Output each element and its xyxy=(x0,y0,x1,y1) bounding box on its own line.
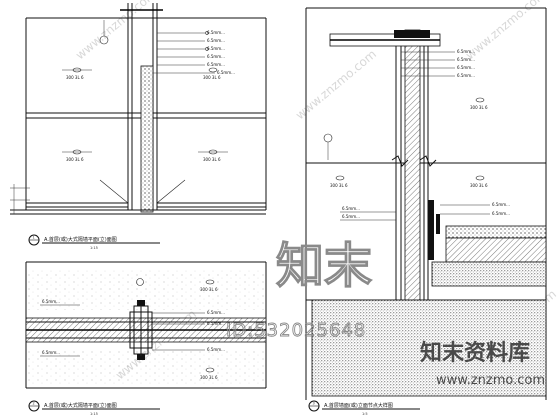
material-note: 300 3L 6 xyxy=(66,157,84,162)
panel-tag: 1 xyxy=(33,236,35,240)
material-note: 300 3L 6 xyxy=(66,75,84,80)
panel-title: A.首层(或)大式隔墙平面(立)面图 xyxy=(44,402,117,409)
callout-label: 6.5mm... xyxy=(492,202,510,207)
callout-label: 6.5mm... xyxy=(457,57,475,62)
material-note: 300 3L 6 xyxy=(330,183,348,188)
callout-label: 6.5mm... xyxy=(342,214,360,219)
watermark-brand: 知末资料库 xyxy=(420,340,530,366)
insulation-fill xyxy=(141,66,153,212)
diagonal-watermark: www.znzmo.com xyxy=(463,0,549,62)
callout-label: 6.5mm... xyxy=(457,65,475,70)
material-note: 300 3L 6 xyxy=(200,287,218,292)
panel-title: A.首层墙面(或)立面节点大样图 xyxy=(324,402,393,409)
callout-label: 6.5mm... xyxy=(207,62,225,67)
callout-label: 6.5mm... xyxy=(207,54,225,59)
callout-label: 6.5mm... xyxy=(42,350,60,355)
panel-tag: 3 xyxy=(313,402,315,406)
callout-label: 6.5mm... xyxy=(207,38,225,43)
watermark-id: ID:532025648 xyxy=(226,320,366,341)
callout-label: 6.5mm... xyxy=(42,299,60,304)
panel-scale: 1:15 xyxy=(90,412,98,416)
panel-scale: 1:15 xyxy=(90,246,98,250)
panel-scale: 1:5 xyxy=(362,412,368,416)
material-note: 300 3L 6 xyxy=(470,105,488,110)
callout-label: 6.5mm... xyxy=(207,46,225,51)
callout-label: 6.5mm... xyxy=(492,211,510,216)
material-note: 300 3L 6 xyxy=(203,157,221,162)
callout-label: 6.5mm... xyxy=(207,30,225,35)
callout-label: 6.5mm... xyxy=(457,73,475,78)
material-note: 300 3L 6 xyxy=(203,75,221,80)
callout-label: 6.5mm... xyxy=(207,321,225,326)
panel-tag: 2 xyxy=(33,402,35,406)
watermark-logo-text: 知末 xyxy=(276,238,372,294)
panel-top-left: 6.5mm... 6.5mm... 6.5mm... 6.5mm... 6.5m… xyxy=(10,3,266,250)
material-note: 300 3L 6 xyxy=(200,375,218,380)
watermark-url: www.znzmo.com xyxy=(436,373,545,388)
wall-section xyxy=(405,30,420,300)
callout-label: 6.5mm... xyxy=(207,347,225,352)
callout-label: 6.5mm... xyxy=(342,206,360,211)
material-note: 300 3L 6 xyxy=(470,183,488,188)
callout-label: 6.5mm... xyxy=(457,49,475,54)
callout-label: 6.5mm... xyxy=(207,310,225,315)
panel-title: A.首层(或)大式隔墙平面(立)面图 xyxy=(44,236,117,243)
